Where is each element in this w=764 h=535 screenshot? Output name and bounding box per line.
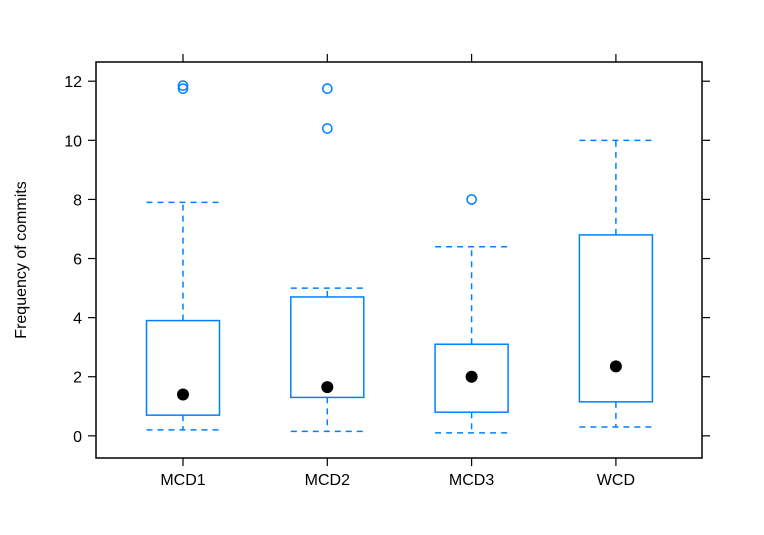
y-axis-title: Frequency of commits (13, 181, 30, 338)
x-tick-label: MCD1 (160, 472, 205, 489)
box-iqr (145, 319, 221, 416)
outlier-point (177, 83, 189, 94)
y-tick-label: 4 (73, 311, 82, 328)
box-group-mcd2 (290, 83, 365, 433)
y-tick-label: 6 (73, 252, 82, 269)
outlier-point (321, 123, 333, 134)
outlier-point (177, 80, 189, 91)
median-point (465, 370, 478, 383)
y-tick-label: 0 (73, 429, 82, 446)
box-group-mcd1 (145, 80, 221, 431)
x-tick-label: WCD (597, 472, 635, 489)
x-tick-label: MCD3 (449, 472, 494, 489)
y-tick-label: 2 (73, 370, 82, 387)
y-tick-label: 12 (64, 74, 82, 91)
plot-frame (95, 61, 703, 459)
y-axis: 0 2 4 6 8 10 12 (64, 74, 710, 446)
median-point (609, 360, 622, 373)
y-tick-label: 10 (64, 133, 82, 150)
y-tick-label: 8 (73, 192, 82, 209)
box-group-mcd3 (434, 194, 509, 434)
box-group-wcd (578, 139, 654, 428)
box-iqr (578, 234, 654, 403)
median-point (321, 381, 334, 394)
x-tick-label: MCD2 (305, 472, 350, 489)
outlier-point (466, 194, 477, 205)
box-iqr (290, 296, 365, 399)
outlier-point (321, 83, 333, 94)
x-axis: MCD1 MCD2 MCD3 WCD (160, 54, 635, 489)
boxes-layer (145, 80, 654, 434)
median-point (177, 388, 189, 401)
